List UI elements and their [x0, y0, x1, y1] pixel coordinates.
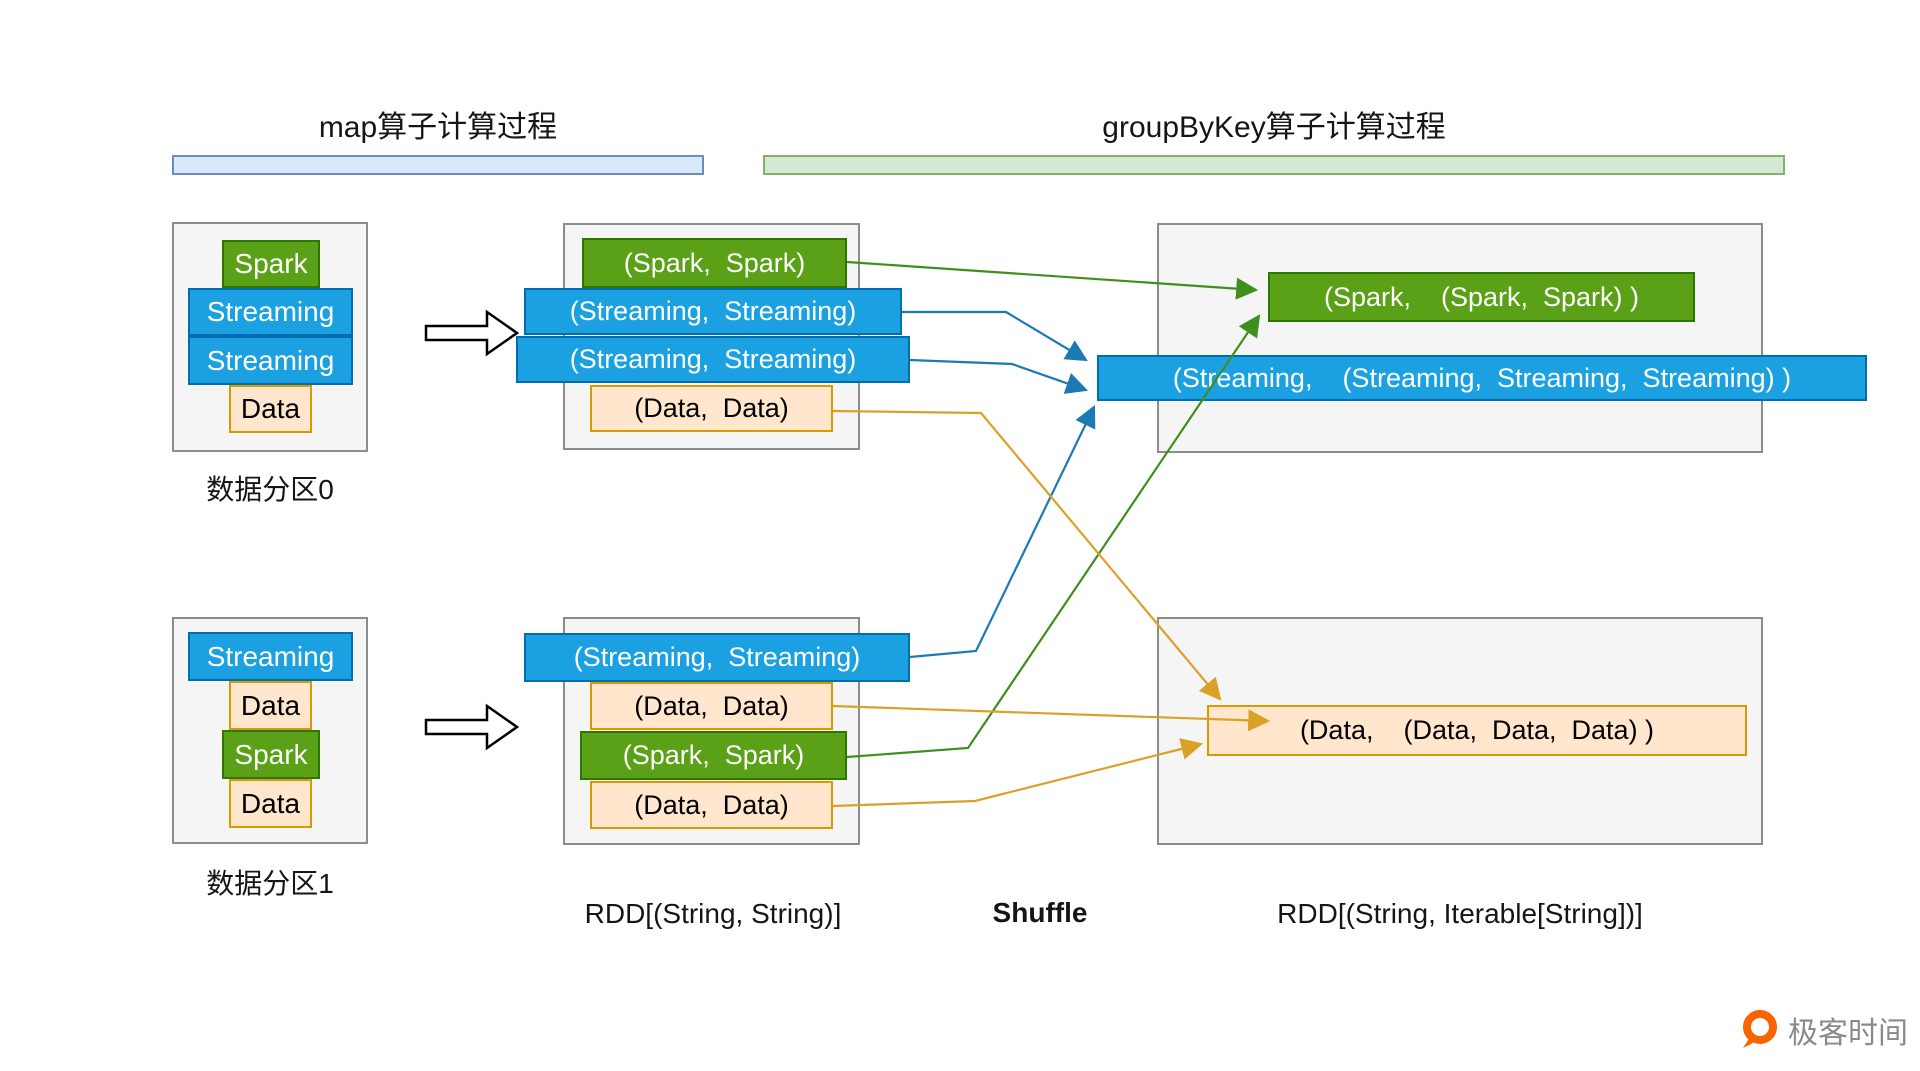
mapped0-tuple-data: (Data, Data)	[590, 385, 833, 432]
grouped-tuple-streaming: (Streaming, (Streaming, Streaming, Strea…	[1097, 355, 1867, 401]
shuffle-arrow-streaming-3	[909, 405, 1096, 659]
partition0-item-streaming-1: Streaming	[188, 288, 353, 336]
partition1-item-data-1: Data	[229, 681, 312, 730]
partition1-item-streaming: Streaming	[188, 632, 353, 681]
shuffle-arrow-streaming-2	[909, 358, 1089, 394]
groupbykey-section-title: groupByKey算子计算过程	[1102, 111, 1446, 144]
mapped1-tuple-data-2: (Data, Data)	[590, 781, 833, 829]
geektime-logo-text: 极客时间	[1788, 1017, 1908, 1050]
map-arrow-bottom	[424, 703, 520, 751]
mapped0-tuple-streaming-2: (Streaming, Streaming)	[516, 336, 910, 383]
partition0-item-streaming-2: Streaming	[188, 336, 353, 385]
partition0-item-spark: Spark	[222, 240, 320, 288]
partition1-item-data-2: Data	[229, 779, 312, 828]
geektime-logo-icon	[1743, 1010, 1777, 1048]
mapped1-tuple-data-1: (Data, Data)	[590, 682, 833, 730]
caption-shuffle: Shuffle	[992, 897, 1088, 928]
map-arrow-top	[424, 309, 520, 357]
caption-rdd-string-string: RDD[(String, String)]	[584, 898, 842, 929]
mapped0-tuple-spark: (Spark, Spark)	[582, 238, 847, 288]
mapped1-tuple-spark: (Spark, Spark)	[580, 731, 847, 780]
mapped0-tuple-streaming-1: (Streaming, Streaming)	[524, 288, 902, 335]
partition1-item-spark: Spark	[222, 730, 320, 779]
partition0-label: 数据分区0	[206, 474, 334, 505]
grouped-tuple-spark: (Spark, (Spark, Spark) )	[1268, 272, 1695, 322]
groupbykey-section-bar	[763, 155, 1785, 175]
mapped1-tuple-streaming: (Streaming, Streaming)	[524, 633, 910, 682]
grouped-top-container	[1157, 223, 1763, 453]
map-section-title: map算子计算过程	[318, 111, 558, 144]
partition0-item-data: Data	[229, 385, 312, 433]
map-section-bar	[172, 155, 704, 175]
shuffle-arrow-data-bottom	[832, 738, 1204, 808]
geektime-logo: 极客时间	[1738, 1008, 1908, 1052]
grouped-tuple-data: (Data, (Data, Data, Data) )	[1207, 705, 1747, 756]
partition1-label: 数据分区1	[206, 868, 334, 899]
caption-rdd-string-iterable: RDD[(String, Iterable[String])]	[1277, 898, 1643, 929]
shuffle-arrow-streaming-1	[902, 310, 1088, 362]
